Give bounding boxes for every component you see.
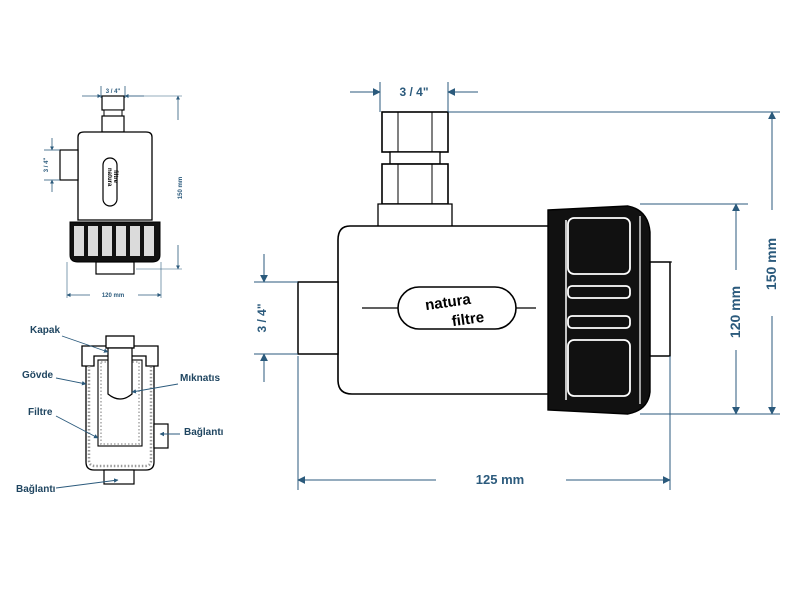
main-outer-right-dim: 150 mm (763, 238, 779, 290)
main-top-dim: 3 / 4" (399, 85, 428, 99)
main-left-dim: 3 / 4" (255, 303, 269, 332)
small-top-dim: 3 / 4" (106, 89, 121, 95)
small-right-dim: 150 mm (178, 177, 184, 199)
small-view-dimensions: 3 / 4" 3 / 4" 150 mm 120 mm (44, 86, 184, 299)
label-magnet: Mıknatıs (180, 373, 220, 384)
label-body: Gövde (22, 370, 54, 381)
cross-section-labels: Kapak Gövde Filtre Mıknatıs Bağlantı Bağ… (16, 325, 224, 495)
small-bottom-dim: 120 mm (102, 293, 124, 299)
main-bottom-dim: 125 mm (476, 472, 524, 487)
label-cap: Kapak (30, 325, 60, 336)
small-front-view: natura filtre (59, 95, 161, 275)
cross-section-view (81, 335, 169, 485)
label-filter: Filtre (28, 407, 53, 418)
small-left-dim: 3 / 4" (44, 158, 50, 173)
label-outlet: Bağlantı (16, 484, 56, 495)
main-inner-right-dim: 120 mm (727, 286, 743, 338)
main-view-dimensions: 3 / 4" 3 / 4" 120 mm 150 mm 125 mm (254, 82, 780, 490)
main-brand-line1: natura (424, 291, 472, 314)
main-side-view: natura filtre (297, 111, 672, 415)
small-brand-line2: filtre (112, 170, 118, 184)
small-brand-line1: natura (106, 168, 112, 187)
main-brand-line2: filtre (451, 309, 486, 330)
label-inlet: Bağlantı (184, 427, 224, 438)
